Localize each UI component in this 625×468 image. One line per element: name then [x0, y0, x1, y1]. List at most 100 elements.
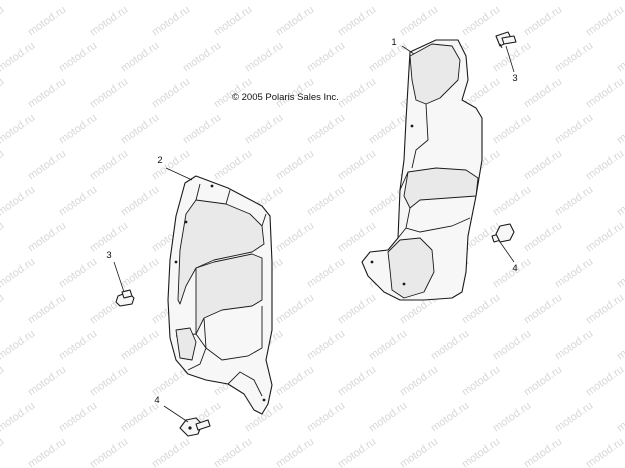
watermark-text: motod.ru	[553, 400, 595, 435]
watermark-text: motod.ru	[522, 364, 564, 399]
watermark-text: motod.ru	[367, 112, 409, 147]
watermark-text: motod.ru	[243, 0, 285, 2]
watermark-text: motod.ru	[615, 400, 625, 435]
watermark-text: motod.ru	[0, 184, 37, 219]
watermark-text: motod.ru	[460, 292, 502, 327]
watermark-text: motod.ru	[150, 76, 192, 111]
watermark-text: motod.ru	[584, 4, 625, 39]
watermark-text: motod.ru	[0, 436, 6, 468]
watermark-text: motod.ru	[367, 0, 409, 2]
watermark-text: motod.ru	[553, 328, 595, 363]
watermark-text: motod.ru	[0, 40, 37, 75]
watermark-text: motod.ru	[615, 0, 625, 2]
watermark-text: motod.ru	[57, 328, 99, 363]
watermark-text: motod.ru	[88, 148, 130, 183]
watermark-text: motod.ru	[522, 436, 564, 468]
watermark-text: motod.ru	[0, 364, 6, 399]
watermark-text: motod.ru	[305, 0, 347, 2]
watermark-text: motod.ru	[88, 76, 130, 111]
watermark-text: motod.ru	[26, 220, 68, 255]
push-rivet-left-part	[115, 289, 135, 307]
watermark-text: motod.ru	[367, 328, 409, 363]
watermark-text: motod.ru	[429, 400, 471, 435]
watermark-text: motod.ru	[522, 4, 564, 39]
watermark-text: motod.ru	[119, 256, 161, 291]
watermark-text: motod.ru	[57, 40, 99, 75]
watermark-text: motod.ru	[491, 184, 533, 219]
watermark-text: motod.ru	[553, 40, 595, 75]
watermark-text: motod.ru	[522, 76, 564, 111]
watermark-text: motod.ru	[553, 184, 595, 219]
watermark-text: motod.ru	[119, 0, 161, 2]
watermark-text: motod.ru	[119, 184, 161, 219]
watermark-text: motod.ru	[274, 364, 316, 399]
callout-3-right: 3	[512, 73, 518, 84]
watermark-text: motod.ru	[57, 184, 99, 219]
watermark-text: motod.ru	[305, 328, 347, 363]
watermark-text: motod.ru	[119, 328, 161, 363]
watermark-text: motod.ru	[88, 364, 130, 399]
watermark-text: motod.ru	[274, 220, 316, 255]
watermark-text: motod.ru	[243, 40, 285, 75]
watermark-text: motod.ru	[491, 400, 533, 435]
watermark-text: motod.ru	[584, 76, 625, 111]
watermark-text: motod.ru	[398, 436, 440, 468]
watermark-text: motod.ru	[305, 184, 347, 219]
watermark-text: motod.ru	[150, 4, 192, 39]
watermark-text: motod.ru	[26, 436, 68, 468]
callout-4-right: 4	[512, 263, 518, 274]
watermark-text: motod.ru	[0, 4, 6, 39]
watermark-text: motod.ru	[615, 328, 625, 363]
callout-4-left: 4	[154, 395, 160, 406]
watermark-text: motod.ru	[26, 148, 68, 183]
watermark-text: motod.ru	[336, 292, 378, 327]
watermark-text: motod.ru	[305, 400, 347, 435]
watermark-text: motod.ru	[336, 436, 378, 468]
watermark-text: motod.ru	[584, 436, 625, 468]
watermark-text: motod.ru	[460, 436, 502, 468]
watermark-text: motod.ru	[305, 256, 347, 291]
watermark-text: motod.ru	[212, 4, 254, 39]
watermark-text: motod.ru	[522, 220, 564, 255]
watermark-text: motod.ru	[88, 436, 130, 468]
watermark-text: motod.ru	[305, 112, 347, 147]
watermark-text: motod.ru	[26, 364, 68, 399]
watermark-text: motod.ru	[0, 328, 37, 363]
watermark-text: motod.ru	[615, 256, 625, 291]
watermark-text: motod.ru	[212, 436, 254, 468]
watermark-text: motod.ru	[522, 292, 564, 327]
watermark-text: motod.ru	[88, 4, 130, 39]
watermark-text: motod.ru	[274, 4, 316, 39]
watermark-text: motod.ru	[57, 112, 99, 147]
watermark-text: motod.ru	[0, 0, 37, 2]
watermark-text: motod.ru	[398, 364, 440, 399]
watermark-text: motod.ru	[0, 220, 6, 255]
watermark-text: motod.ru	[584, 148, 625, 183]
watermark-text: motod.ru	[460, 364, 502, 399]
watermark-text: motod.ru	[491, 112, 533, 147]
watermark-text: motod.ru	[274, 148, 316, 183]
watermark-text: motod.ru	[181, 40, 223, 75]
watermark-text: motod.ru	[57, 0, 99, 2]
watermark-text: motod.ru	[212, 148, 254, 183]
callout-2: 2	[157, 155, 163, 166]
watermark-text: motod.ru	[274, 292, 316, 327]
screw-left-part	[179, 417, 211, 437]
watermark-text: motod.ru	[336, 364, 378, 399]
watermark-text: motod.ru	[119, 40, 161, 75]
watermark-text: motod.ru	[243, 112, 285, 147]
watermark-text: motod.ru	[336, 4, 378, 39]
watermark-text: motod.ru	[181, 0, 223, 2]
watermark-text: motod.ru	[491, 0, 533, 2]
watermark-text: motod.ru	[553, 0, 595, 2]
watermark-text: motod.ru	[553, 256, 595, 291]
watermark-text: motod.ru	[398, 4, 440, 39]
watermark-text: motod.ru	[0, 400, 37, 435]
watermark-text: motod.ru	[584, 364, 625, 399]
watermark-text: motod.ru	[615, 40, 625, 75]
watermark-text: motod.ru	[615, 184, 625, 219]
watermark-text: motod.ru	[584, 220, 625, 255]
leader-lines	[113, 45, 515, 423]
